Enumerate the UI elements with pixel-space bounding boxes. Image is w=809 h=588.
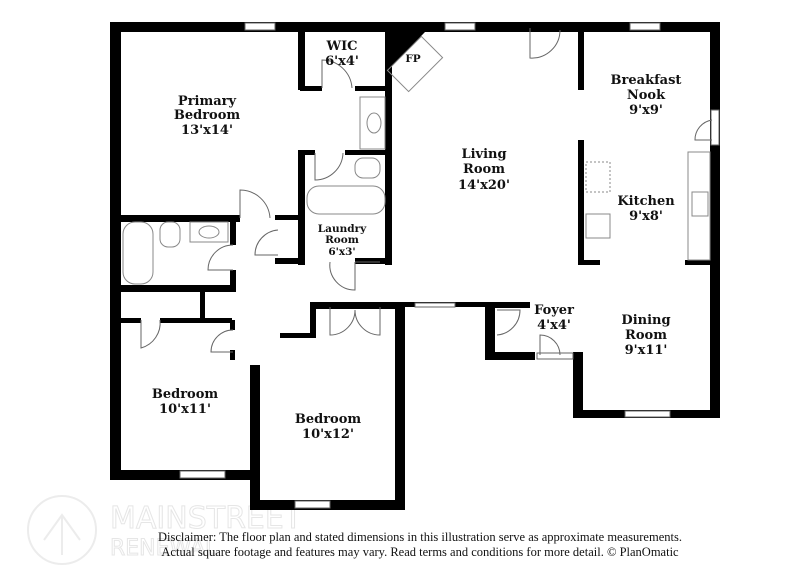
foyer-size: 4'x4' bbox=[537, 318, 571, 333]
fixtures bbox=[122, 35, 711, 285]
kitchen-counter bbox=[687, 151, 711, 261]
toilet bbox=[354, 157, 381, 179]
disclaimer-line-1: Disclaimer: The floor plan and stated di… bbox=[158, 530, 682, 544]
stove bbox=[585, 213, 611, 239]
primary-bedroom-size: 13'x14' bbox=[181, 123, 233, 138]
bedroom-2-size: 10'x12' bbox=[302, 427, 354, 442]
watermark-text-2: RENEWAL bbox=[110, 536, 218, 561]
windows bbox=[179, 22, 720, 509]
wic-label: WIC bbox=[325, 39, 357, 54]
kitchen-sink bbox=[691, 191, 709, 217]
bedroom-1-size: 10'x11' bbox=[159, 402, 211, 417]
doors bbox=[140, 28, 713, 356]
kitchen-label: Kitchen bbox=[617, 194, 675, 209]
breakfast-nook-size: 9'x9' bbox=[629, 103, 663, 118]
bedroom-1-label: Bedroom bbox=[152, 387, 219, 402]
foyer-label: Foyer bbox=[534, 303, 574, 318]
fireplace-hearth bbox=[386, 35, 444, 93]
breakfast-nook-label: Nook bbox=[627, 88, 666, 103]
bathtub bbox=[306, 185, 386, 215]
laundry-room-label: Room bbox=[325, 234, 359, 246]
living-room-label: Living bbox=[461, 147, 506, 162]
bathtub bbox=[122, 221, 154, 285]
disclaimer: Disclaimer: The floor plan and stated di… bbox=[120, 530, 720, 560]
toilet bbox=[159, 221, 181, 248]
vanity bbox=[359, 96, 386, 150]
dining-room-label: Room bbox=[625, 328, 667, 343]
living-room-label: Room bbox=[463, 162, 505, 177]
primary-bedroom-label: Bedroom bbox=[174, 108, 241, 123]
fireplace-label: FP bbox=[405, 53, 420, 65]
breakfast-nook-label: Breakfast bbox=[611, 73, 682, 88]
dining-room-label: Dining bbox=[621, 313, 670, 328]
sink bbox=[189, 221, 229, 243]
laundry-room-label: Laundry bbox=[318, 223, 367, 235]
living-room-size: 14'x20' bbox=[458, 178, 510, 193]
primary-bedroom-label: Primary bbox=[178, 94, 237, 109]
kitchen-size: 9'x8' bbox=[629, 209, 663, 224]
refrigerator bbox=[585, 161, 611, 193]
disclaimer-line-2: Actual square footage and features may v… bbox=[161, 545, 679, 559]
room-labels: Primary Bedroom 13'x14' WIC 6'x4' FP Liv… bbox=[152, 39, 682, 442]
wic-size: 6'x4' bbox=[325, 54, 359, 69]
dining-room-size: 9'x11' bbox=[625, 343, 668, 358]
laundry-room-size: 6'x3' bbox=[328, 246, 355, 258]
bedroom-2-label: Bedroom bbox=[295, 412, 362, 427]
